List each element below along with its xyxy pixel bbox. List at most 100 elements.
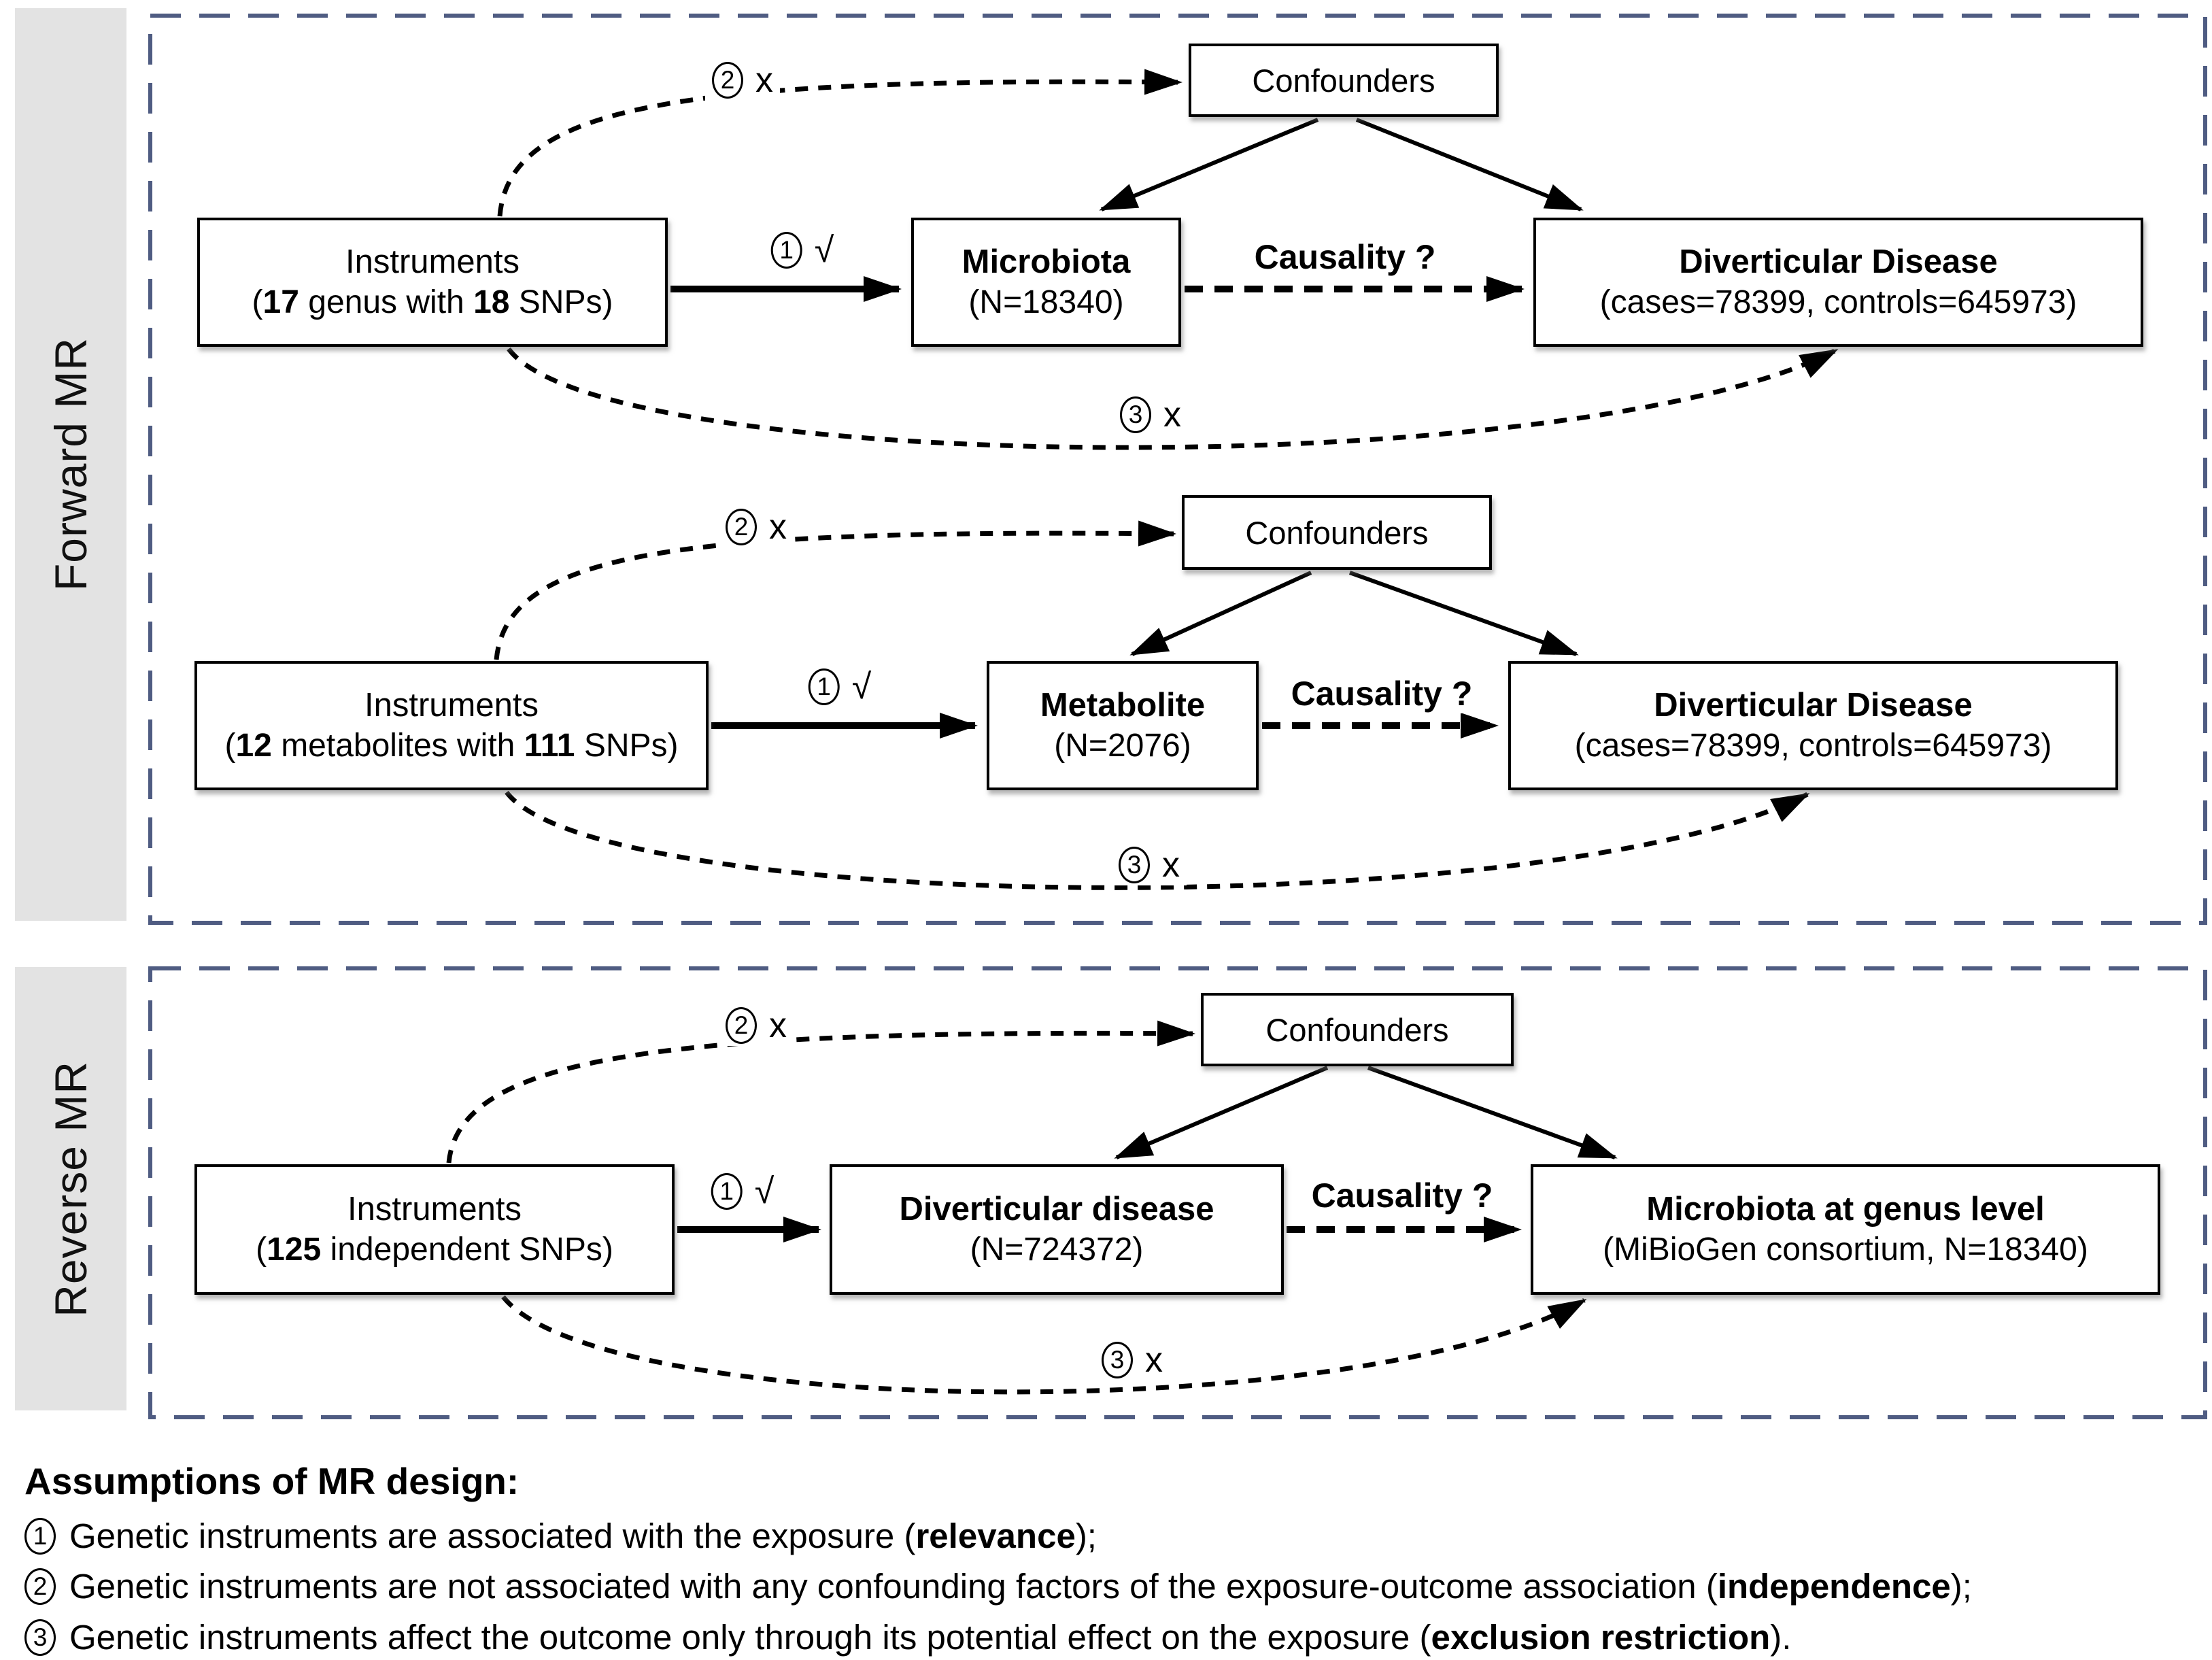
exposure-subtitle: (N=18340) [968,284,1124,320]
sub-pre: ( [252,284,263,320]
instruments-title: Instruments [347,1190,522,1227]
exposure-box-row2: Metabolite (N=2076) [987,661,1259,790]
independence-label-row1: 2 x [705,60,780,101]
exposure-box-row3: Diverticular disease (N=724372) [830,1164,1284,1295]
sub-mid: independent SNPs) [321,1231,613,1268]
cross-mark: x [1162,845,1180,885]
assumption-text-pre: Genetic instruments are associated with … [69,1517,916,1555]
cross-mark: x [755,61,773,100]
confounders-box-row3: Confounders [1201,993,1514,1066]
confounders-label: Confounders [1252,62,1435,99]
exposure-title: Metabolite [1040,686,1206,724]
independence-label-row3: 2 x [719,1005,794,1046]
instruments-subtitle: (12 metabolites with 111 SNPs) [224,726,678,766]
circled-2-icon: 2 [726,509,757,545]
reverse-mr-panel-label: Reverse MR [15,967,126,1410]
causality-label-row2: Causality ? [1282,674,1481,713]
cross-mark: x [769,1006,787,1045]
outcome-box-row1: Diverticular Disease (cases=78399, contr… [1533,218,2143,347]
sub-mid: metabolites with [271,727,524,764]
forward-mr-panel-label: Forward MR [15,8,126,921]
outcome-title: Microbiota at genus level [1646,1190,2045,1227]
check-mark: √ [754,1172,775,1211]
circled-3-icon: 3 [24,1619,56,1656]
circled-2-icon: 2 [712,62,743,99]
independence-curve-row3 [446,1020,1195,1164]
independence-curve-row1 [497,69,1182,217]
instruments-box-row2: Instruments (12 metabolites with 111 SNP… [194,661,709,790]
sub-count-2: 18 [473,284,510,320]
outcome-subtitle: (cases=78399, controls=645973) [1574,727,2052,764]
reverse-mr-label-text: Reverse MR [46,1060,96,1317]
outcome-subtitle: (MiBioGen consortium, N=18340) [1603,1231,2088,1268]
instruments-subtitle: (125 independent SNPs) [256,1230,613,1270]
independence-label-row2: 2 x [719,507,794,547]
outcome-box-row3: Microbiota at genus level (MiBioGen cons… [1531,1164,2160,1295]
cross-mark: x [1163,395,1181,435]
confounder-arrow-right-row1 [1355,118,1584,211]
reverse-panel-border [148,966,2207,1419]
confounder-arrow-right-row3 [1367,1066,1618,1159]
exclusion-curve-row2 [505,790,1810,890]
outcome-box-row2: Diverticular Disease (cases=78399, contr… [1508,661,2118,790]
independence-curve-row2 [494,520,1176,660]
exposure-title: Microbiota [962,243,1131,280]
check-mark: √ [814,231,834,270]
assumptions-section: Assumptions of MR design: 1 Genetic inst… [24,1459,2204,1660]
sub-post: SNPs) [575,727,679,764]
circled-2-icon: 2 [726,1007,757,1044]
assumption-keyword: relevance [915,1517,1076,1555]
instruments-box-row1: Instruments (17 genus with 18 SNPs) [197,218,668,347]
assumption-keyword: exclusion restriction [1431,1617,1771,1657]
confounders-label: Confounders [1265,1011,1449,1048]
causality-label-row3: Causality ? [1303,1176,1501,1215]
assumptions-title: Assumptions of MR design: [24,1460,520,1502]
confounders-box-row2: Confounders [1182,495,1492,570]
relevance-label-row2: 1 √ [801,666,879,707]
sub-count-1: 12 [235,727,272,764]
circled-2-icon: 2 [24,1568,56,1606]
instruments-title: Instruments [364,686,539,724]
circled-3-icon: 3 [1102,1342,1133,1378]
exclusion-curve-row3 [501,1295,1587,1395]
causality-label-row1: Causality ? [1246,237,1444,277]
assumption-item-independence: 2 Genetic instruments are not associated… [24,1564,2204,1609]
assumption-keyword: independence [1717,1567,1951,1606]
confounder-arrow-right-row2 [1348,571,1579,656]
outcome-title: Diverticular Disease [1679,243,1998,280]
assumption-text: Genetic instruments affect the outcome o… [69,1615,1791,1660]
assumption-item-exclusion: 3 Genetic instruments affect the outcome… [24,1615,2204,1660]
exclusion-label-row2: 3 x [1112,845,1187,885]
exposure-title: Diverticular disease [899,1190,1214,1227]
assumption-text-post: ); [1950,1567,1972,1606]
sub-pre: ( [256,1231,267,1268]
check-mark: √ [851,667,872,707]
exposure-subtitle: (N=2076) [1054,727,1191,764]
relevance-label-row3: 1 √ [704,1171,781,1212]
sub-count-2: 111 [524,727,575,764]
cross-mark: x [1145,1340,1163,1380]
confounders-box-row1: Confounders [1189,44,1499,117]
outcome-title: Diverticular Disease [1654,686,1973,724]
circled-1-icon: 1 [24,1518,56,1555]
relevance-label-row1: 1 √ [764,230,841,271]
circled-3-icon: 3 [1119,847,1150,883]
assumption-text-pre: Genetic instruments are not associated w… [69,1567,1718,1606]
circled-1-icon: 1 [711,1173,743,1210]
exposure-subtitle: (N=724372) [970,1231,1144,1268]
exclusion-label-row1: 3 x [1113,394,1188,435]
exposure-box-row1: Microbiota (N=18340) [911,218,1181,347]
forward-panel-border [148,14,2207,925]
confounder-arrow-left-row1 [1099,118,1319,211]
confounder-arrow-left-row3 [1114,1066,1329,1159]
instruments-subtitle: (17 genus with 18 SNPs) [252,283,613,323]
circled-1-icon: 1 [808,668,840,705]
sub-post: SNPs) [509,284,613,320]
confounder-arrow-left-row2 [1129,571,1312,656]
forward-mr-label-text: Forward MR [46,337,96,592]
sub-pre: ( [224,727,236,764]
assumption-text-post: ). [1770,1617,1792,1657]
assumption-item-relevance: 1 Genetic instruments are associated wit… [24,1514,2204,1559]
